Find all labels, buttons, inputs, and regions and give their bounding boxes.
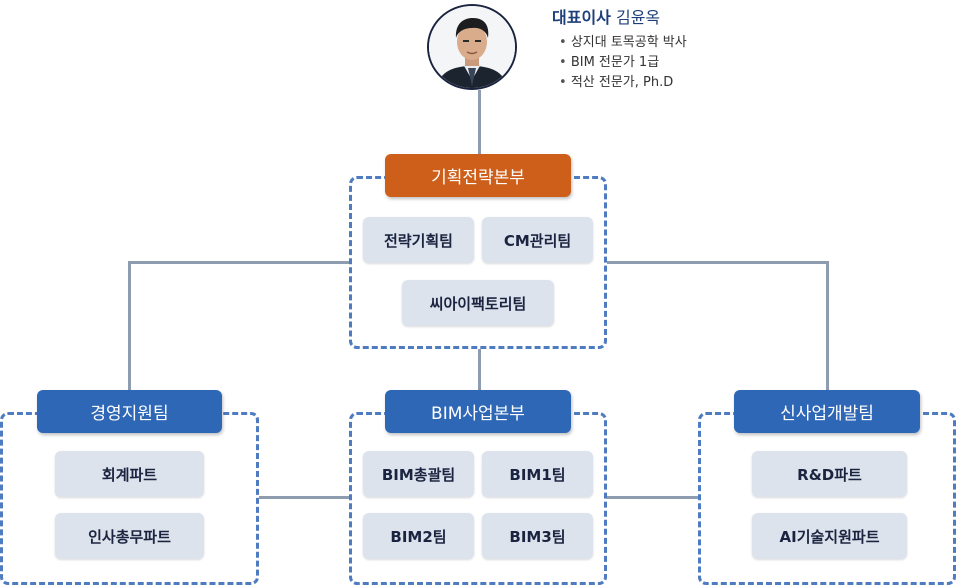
ceo-credential: 상지대 토목공학 박사	[559, 33, 687, 53]
ceo-name: 김윤옥	[615, 8, 661, 27]
management-team-header[interactable]: 경영지원팀	[37, 390, 222, 433]
team-strategy-planning[interactable]: 전략기획팀	[363, 217, 474, 263]
team-bim3[interactable]: BIM3팀	[482, 513, 593, 559]
team-ci-factory[interactable]: 씨아이팩토리팀	[402, 280, 554, 326]
connector-ceo-to-planning	[478, 90, 481, 155]
part-hr-general-affairs[interactable]: 인사총무파트	[55, 513, 204, 559]
connector-left-drop	[128, 261, 131, 391]
ceo-role: 대표이사	[552, 8, 611, 27]
new-business-team-header[interactable]: 신사업개발팀	[734, 390, 920, 433]
team-bim1[interactable]: BIM1팀	[482, 451, 593, 497]
ceo-portrait-icon	[429, 6, 515, 88]
part-rnd[interactable]: R&D파트	[752, 451, 907, 497]
part-accounting[interactable]: 회계파트	[55, 451, 204, 497]
ceo-avatar	[427, 4, 517, 90]
management-team-box	[0, 412, 259, 585]
team-bim-general[interactable]: BIM총괄팀	[363, 451, 474, 497]
connector-planning-to-bim	[478, 348, 481, 393]
team-cm-management[interactable]: CM관리팀	[482, 217, 593, 263]
team-bim2[interactable]: BIM2팀	[363, 513, 474, 559]
bim-division-box	[349, 412, 607, 585]
ceo-title: 대표이사 김윤옥	[552, 4, 660, 28]
planning-division-header[interactable]: 기획전략본부	[385, 154, 571, 197]
connector-right-drop	[826, 261, 829, 391]
ceo-credentials: 상지대 토목공학 박사 BIM 전문가 1급 적산 전문가, Ph.D	[559, 33, 687, 93]
part-ai-tech-support[interactable]: AI기술지원파트	[752, 513, 907, 559]
new-business-team-box	[698, 412, 956, 585]
bim-division-header[interactable]: BIM사업본부	[385, 390, 571, 433]
ceo-credential: BIM 전문가 1급	[559, 53, 687, 73]
ceo-credential: 적산 전문가, Ph.D	[559, 73, 687, 93]
